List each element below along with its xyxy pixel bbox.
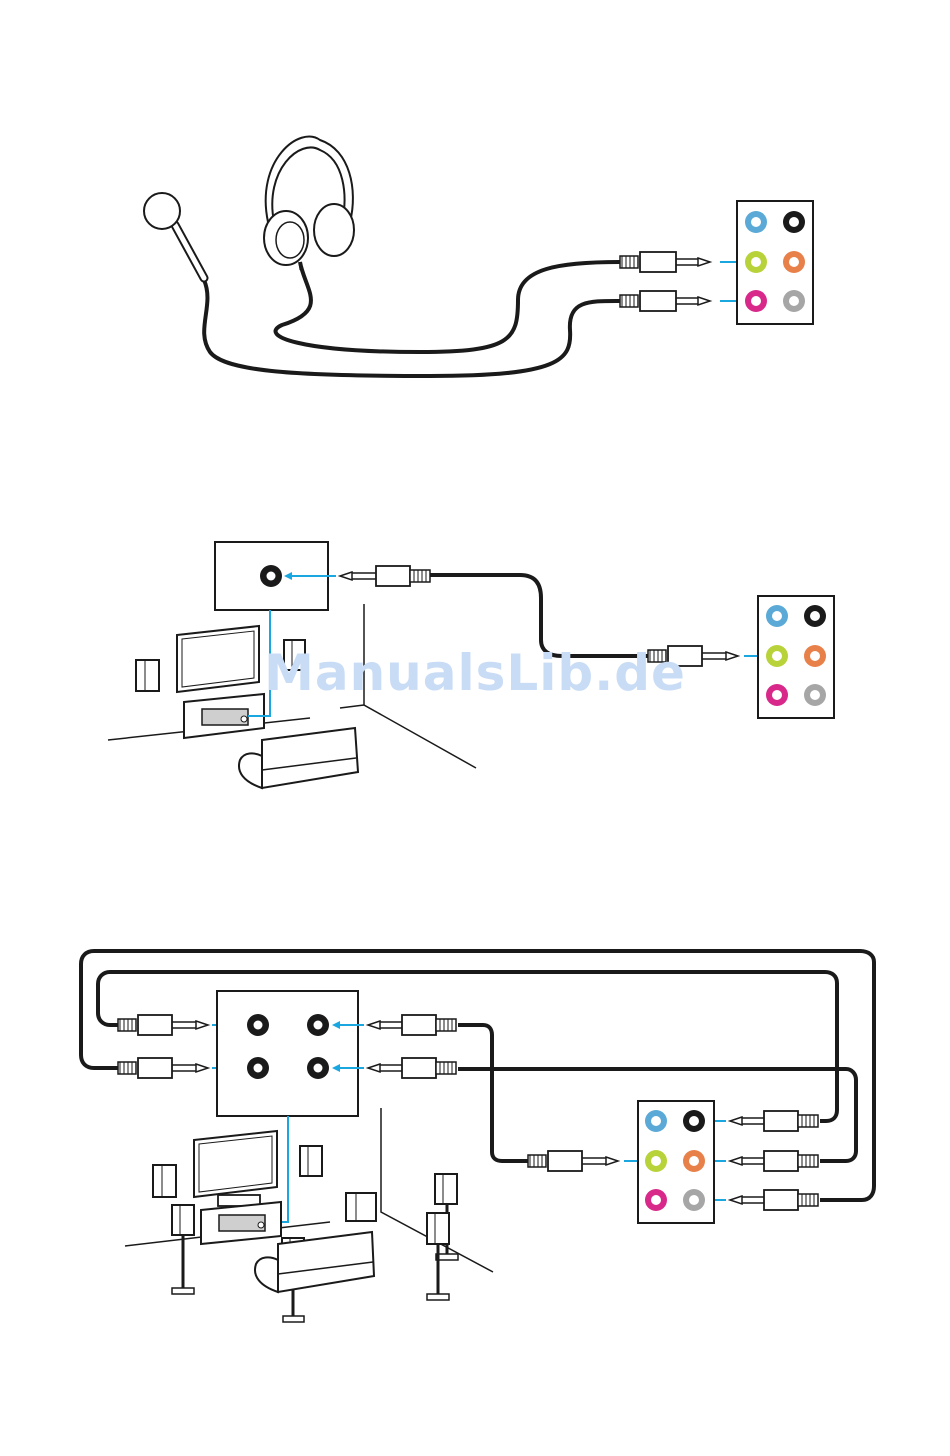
plug-right-top-d3 bbox=[368, 1015, 456, 1035]
headphone-mic-diagram bbox=[144, 137, 813, 376]
microphone-cable bbox=[204, 280, 620, 376]
audio-jack-panel-3 bbox=[638, 1101, 714, 1223]
plug-right-bottom-d3 bbox=[368, 1058, 456, 1078]
plug-amp-d2 bbox=[340, 566, 430, 586]
sofa-icon-d3 bbox=[255, 1232, 374, 1292]
plug-pink-d1 bbox=[620, 291, 710, 311]
tv-icon bbox=[177, 626, 259, 692]
plug-gray-d3 bbox=[730, 1190, 818, 1210]
plug-green-d2 bbox=[648, 646, 738, 666]
surround-amplifier-input-box bbox=[217, 991, 358, 1116]
stereo-speaker-diagram bbox=[108, 542, 834, 788]
plug-green-d1 bbox=[620, 252, 710, 272]
front-right-speaker-icon bbox=[300, 1146, 322, 1176]
front-left-speaker-icon bbox=[153, 1165, 176, 1197]
plug-left-bottom-d3 bbox=[118, 1058, 208, 1078]
tv-icon-d3 bbox=[194, 1131, 277, 1197]
tv-cabinet-icon-d3 bbox=[201, 1202, 281, 1244]
plug-left-top-d3 bbox=[118, 1015, 208, 1035]
speaker-cable bbox=[430, 575, 650, 656]
microphone-icon bbox=[144, 193, 204, 278]
plug-black-d3 bbox=[730, 1111, 818, 1131]
sofa-icon bbox=[239, 728, 358, 788]
subwoofer-icon bbox=[346, 1193, 376, 1221]
speaker-left-icon bbox=[136, 660, 159, 691]
cable-green bbox=[458, 1025, 530, 1161]
headphones-icon bbox=[264, 137, 354, 270]
audio-jack-panel-2 bbox=[758, 596, 834, 718]
speaker-right-icon bbox=[284, 640, 305, 670]
surround-speaker-diagram bbox=[81, 951, 874, 1322]
plug-orange-d3 bbox=[730, 1151, 818, 1171]
cable-black-loop bbox=[98, 972, 837, 1121]
stand-speaker-left-icon bbox=[172, 1205, 194, 1294]
audio-jack-panel-1 bbox=[737, 201, 813, 324]
plug-green-d3 bbox=[528, 1151, 618, 1171]
